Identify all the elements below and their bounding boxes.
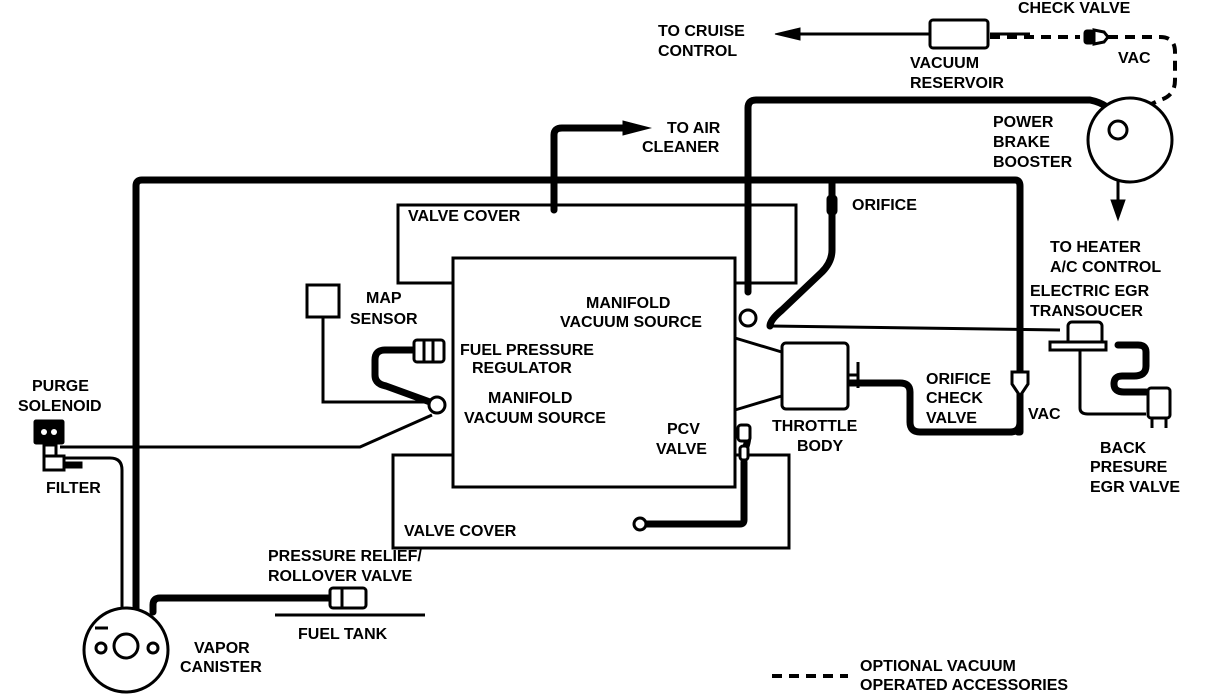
- label-fuel-tank: FUEL TANK: [298, 626, 388, 643]
- cruise-arrowhead: [774, 27, 801, 41]
- label-brake: BRAKE: [993, 134, 1050, 151]
- label-orifice-cv-1: ORIFICE: [926, 371, 991, 388]
- label-ac-control: A/C CONTROL: [1050, 259, 1161, 276]
- electric-egr-transducer: [1048, 320, 1108, 352]
- label-valve-cover-top: VALVE COVER: [408, 208, 521, 225]
- label-manifold-lower-1: MANIFOLD: [488, 390, 572, 407]
- label-fpr-1: FUEL PRESSURE: [460, 342, 594, 359]
- check-valve: [1083, 28, 1110, 46]
- label-back-1: BACK: [1100, 440, 1147, 457]
- label-cleaner: CLEANER: [642, 139, 720, 156]
- label-solenoid: SOLENOID: [18, 398, 102, 415]
- diagram-labels: CHECK VALVE TO CRUISE CONTROL VACUUM RES…: [18, 0, 1180, 694]
- throttle-body: [734, 336, 860, 412]
- label-canister: CANISTER: [180, 659, 262, 676]
- label-back-3: EGR VALVE: [1090, 479, 1180, 496]
- label-power: POWER: [993, 114, 1054, 131]
- label-vacuum: VACUUM: [910, 55, 979, 72]
- label-optional-1: OPTIONAL VACUUM: [860, 658, 1016, 675]
- engine-block: [451, 256, 737, 489]
- label-to-heater: TO HEATER: [1050, 239, 1141, 256]
- label-map: MAP: [366, 290, 402, 307]
- label-vac-mid: VAC: [1028, 406, 1061, 423]
- label-electric-egr: ELECTRIC EGR: [1030, 283, 1150, 300]
- label-pressure-2: ROLLOVER VALVE: [268, 568, 413, 585]
- label-purge: PURGE: [32, 378, 89, 395]
- label-manifold-upper-1: MANIFOLD: [586, 295, 670, 312]
- filter: [42, 454, 83, 472]
- back-pressure-egr-valve: [1146, 386, 1172, 428]
- label-check-valve: CHECK VALVE: [1018, 0, 1131, 17]
- vapor-canister: [82, 606, 170, 694]
- pressure-relief-rollover-valve: [328, 586, 368, 610]
- label-orifice-cv-2: CHECK: [926, 390, 983, 407]
- label-transoucer: TRANSOUCER: [1030, 303, 1143, 320]
- label-vac-top: VAC: [1118, 50, 1151, 67]
- label-throttle-1: THROTTLE: [772, 418, 858, 435]
- optional-vacuum-lines: [990, 35, 1177, 116]
- fuel-pressure-regulator: [412, 338, 446, 364]
- label-reservoir: RESERVOIR: [910, 75, 1004, 92]
- label-to-cruise-2: CONTROL: [658, 43, 737, 60]
- vacuum-hoses: [60, 32, 1150, 659]
- label-pcv-2: VALVE: [656, 441, 707, 458]
- label-manifold-upper-2: VACUUM SOURCE: [560, 314, 702, 331]
- manifold-vacuum-port-upper: [738, 308, 758, 328]
- power-brake-booster: [1086, 96, 1174, 184]
- label-valve-cover-bottom: VALVE COVER: [404, 523, 517, 540]
- label-pressure-1: PRESSURE RELIEF/: [268, 548, 422, 565]
- heater-arrowhead: [1110, 199, 1126, 222]
- label-to-air: TO AIR: [667, 120, 721, 137]
- label-vapor: VAPOR: [194, 640, 250, 657]
- label-pcv-1: PCV: [667, 421, 700, 438]
- label-sensor: SENSOR: [350, 311, 418, 328]
- orifice-check-valve: [1010, 370, 1030, 399]
- label-orifice-top: ORIFICE: [852, 197, 917, 214]
- label-orifice-cv-3: VALVE: [926, 410, 977, 427]
- label-optional-2: OPERATED ACCESSORIES: [860, 677, 1068, 694]
- air-cleaner-arrowhead: [622, 120, 652, 136]
- label-to-cruise-1: TO CRUISE: [658, 23, 745, 40]
- label-throttle-2: BODY: [797, 438, 844, 455]
- orifice-top: [826, 194, 838, 216]
- vacuum-reservoir: [928, 18, 990, 50]
- manifold-vacuum-port-lower: [427, 395, 447, 415]
- pcv-valve: [736, 423, 752, 462]
- label-back-2: PRESURE: [1090, 459, 1168, 476]
- label-booster: BOOSTER: [993, 154, 1073, 171]
- label-manifold-lower-2: VACUUM SOURCE: [464, 410, 606, 427]
- map-sensor: [305, 283, 430, 404]
- valve-cover-port: [632, 516, 648, 532]
- label-filter: FILTER: [46, 480, 101, 497]
- label-fpr-2: REGULATOR: [472, 360, 572, 377]
